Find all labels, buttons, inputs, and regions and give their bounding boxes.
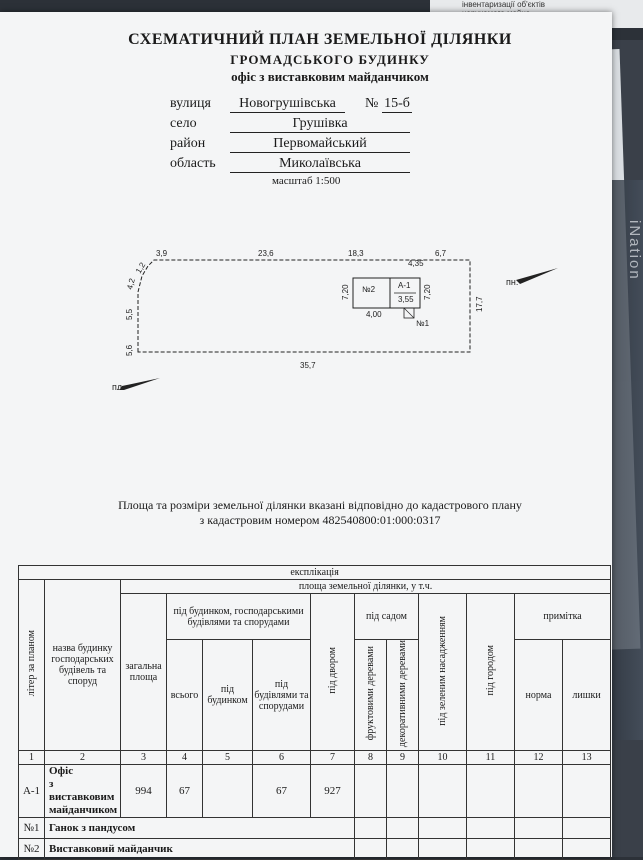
- sub-excess: лишки: [561, 638, 612, 752]
- dim-left-1: 1,2: [134, 260, 148, 275]
- document-subtitle: ГРОМАДСЬКОГО БУДИНКУ: [230, 52, 430, 67]
- col-green: під зеленим насадженням: [418, 592, 467, 752]
- dim-left-4: 5,6: [125, 344, 134, 356]
- sub-norm: норма: [514, 638, 563, 752]
- building-a1-side: 7,20: [423, 284, 432, 300]
- under-garden-header: під садом: [354, 593, 419, 640]
- document-title: СХЕМАТИЧНИЙ ПЛАН ЗЕМЕЛЬНОЇ ДІЛЯНКИ: [128, 31, 512, 48]
- dim-bottom: 35,7: [300, 361, 316, 370]
- document-page: СХЕМАТИЧНИЙ ПЛАН ЗЕМЕЛЬНОЇ ДІЛЯНКИ ГРОМА…: [0, 12, 612, 860]
- plot-boundary: [137, 259, 471, 353]
- site-plan: 3,9 23,6 18,3 4,35 6,7 1,2 4,2 5,5 5,6 1…: [112, 249, 558, 390]
- sub-house: під будинком: [202, 638, 253, 752]
- table-row: №2 Виставковий майданчик: [18, 838, 612, 860]
- dim-top-1: 3,9: [156, 249, 168, 258]
- col-yard: під двором: [310, 592, 355, 752]
- table-row: №1 Ганок з пандусом: [18, 817, 612, 840]
- dim-left-3: 5,5: [125, 308, 134, 320]
- sub-decor: декоративними деревами: [386, 638, 419, 752]
- col-vegetable: під городом: [466, 592, 515, 752]
- dim-right: 17,7: [475, 296, 484, 312]
- dim-top-2: 23,6: [258, 249, 274, 258]
- under-buildings-header: під будинком, господарськими будівлями т…: [166, 593, 311, 640]
- area-header: площа земельної ділянки, у т.ч.: [119, 579, 612, 594]
- south-arrow-icon: [119, 378, 160, 390]
- north-arrow-icon: [516, 268, 558, 284]
- porch-1: [403, 307, 415, 319]
- building-2-width: 4,00: [366, 310, 382, 319]
- col-name: назва будинку господарських будівель та …: [44, 578, 121, 752]
- explication-table: експлікація літер за планом назва будинк…: [17, 565, 612, 860]
- scale-label: масштаб 1:500: [272, 175, 341, 187]
- dim-top-5: 6,7: [435, 249, 447, 258]
- sub-all: всього: [166, 638, 203, 752]
- porch-1-label: №1: [416, 319, 430, 328]
- col-total: загальна площа: [120, 592, 167, 752]
- building-a1-value: 3,55: [398, 295, 414, 304]
- north-label: пн.: [506, 277, 518, 287]
- background-book-text: iNation: [626, 220, 643, 281]
- sub-fruit: фруктовими деревами: [354, 638, 387, 752]
- table-row: А-1 Офіс з виставковим майданчиком 994 6…: [18, 764, 612, 819]
- dim-left-2: 4,2: [125, 277, 137, 291]
- note-header: примітка: [513, 593, 612, 640]
- col-letter: літер за планом: [18, 578, 45, 752]
- building-2-side: 7,20: [341, 284, 350, 300]
- dim-top-3: 18,3: [348, 249, 364, 258]
- cadastral-note: Площа та розміри земельної ділянки вказа…: [118, 498, 522, 527]
- document-subtitle-purpose: офіс з виставковим майданчиком: [231, 69, 429, 84]
- south-label: пд.: [112, 382, 125, 390]
- building-2-label: №2: [362, 285, 376, 294]
- sub-other: під будівлями та спорудами: [252, 638, 311, 752]
- dim-top-4: 4,35: [408, 259, 424, 268]
- explication-header: експлікація: [17, 565, 612, 580]
- building-a1-label: А-1: [398, 281, 411, 290]
